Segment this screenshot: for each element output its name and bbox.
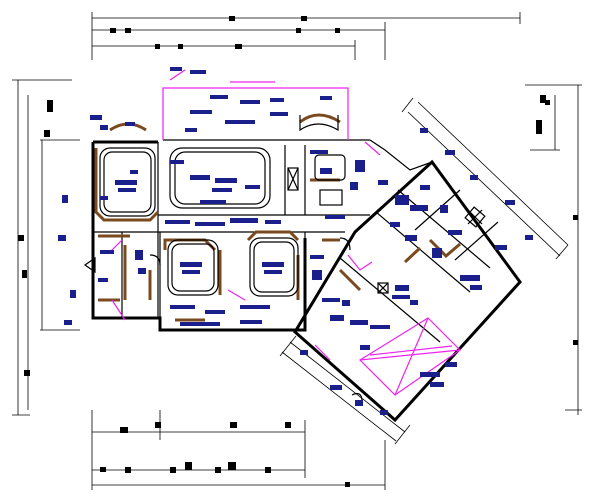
dimension-ticks xyxy=(18,16,578,487)
annotation-marks xyxy=(58,67,533,415)
fixture-x-icon xyxy=(287,167,299,191)
dimension-frame xyxy=(12,12,582,490)
fixture-x-icon xyxy=(464,206,486,228)
door-swing-icon xyxy=(83,237,363,403)
exterior-walls xyxy=(91,139,522,423)
fixture-x-icon xyxy=(377,282,389,294)
room-outlines xyxy=(99,115,346,297)
rotated-wing-dimensions xyxy=(279,97,569,445)
electrical-lines xyxy=(109,69,461,396)
